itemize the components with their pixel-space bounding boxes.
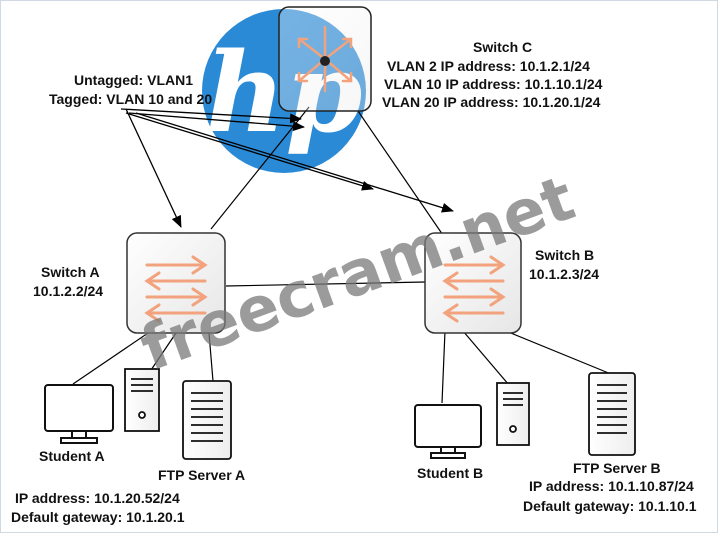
arrow-to-link-c-b	[125, 112, 374, 191]
ftp-server-b-gateway: Default gateway: 10.1.10.1	[523, 498, 697, 514]
student-b-pc-icon	[414, 404, 482, 459]
link-switch-b-ftp-b	[500, 328, 612, 375]
link-switch-a-ftp-a	[208, 332, 214, 382]
switch-b-ip: 10.1.2.3/24	[529, 266, 600, 282]
switch-c-icon	[278, 6, 372, 112]
link-switch-b-student-b	[441, 330, 446, 404]
switch-c-vlan10-ip: VLAN 10 IP address: 10.1.10.1/24	[384, 76, 603, 92]
ftp-server-b-name: FTP Server B	[573, 460, 661, 476]
switch-c-vlan20-ip: VLAN 20 IP address: 10.1.20.1/24	[382, 94, 601, 110]
student-b-name: Student B	[417, 465, 484, 481]
ftp-server-b-ip: IP address: 10.1.10.87/24	[529, 478, 694, 494]
trunk-tagged-note: Tagged: VLAN 10 and 20	[49, 91, 213, 107]
ftp-server-a-name: FTP Server A	[158, 467, 246, 483]
switch-c-vlan2-ip: VLAN 2 IP address: 10.1.2.1/24	[387, 58, 590, 74]
student-a-tower-icon	[124, 368, 160, 432]
link-switch-a-student-a	[72, 330, 152, 385]
student-a-name: Student A	[39, 448, 105, 464]
switch-a-ip: 10.1.2.2/24	[33, 283, 104, 299]
link-switch-b-server-b	[462, 330, 510, 386]
vlan-note-arrows	[120, 108, 454, 228]
ftp-server-b-icon	[588, 372, 636, 456]
link-switch-a-server-a	[148, 332, 177, 374]
ftp-server-a-ip: IP address: 10.1.20.52/24	[15, 490, 180, 506]
network-links	[72, 106, 612, 404]
ftp-server-a-gateway: Default gateway: 10.1.20.1	[11, 509, 185, 525]
switch-c-name: Switch C	[473, 39, 533, 55]
switch-b-name: Switch B	[535, 247, 595, 263]
switch-a-icon	[126, 232, 226, 334]
trunk-untagged-note: Untagged: VLAN1	[74, 72, 193, 88]
ftp-server-a-icon	[182, 380, 232, 460]
link-switch-c-switch-b	[357, 110, 448, 242]
arrow-to-switch-a	[125, 108, 182, 228]
switch-b-icon	[424, 232, 522, 334]
arrow-to-switch-b	[135, 112, 454, 213]
link-switch-a-switch-b	[225, 281, 426, 287]
switch-a-name: Switch A	[41, 264, 100, 280]
student-b-tower-icon	[496, 382, 530, 446]
arrow-to-switch-c-2	[128, 112, 305, 132]
arrow-to-switch-c-1	[120, 108, 302, 124]
student-a-pc-icon	[44, 384, 114, 444]
